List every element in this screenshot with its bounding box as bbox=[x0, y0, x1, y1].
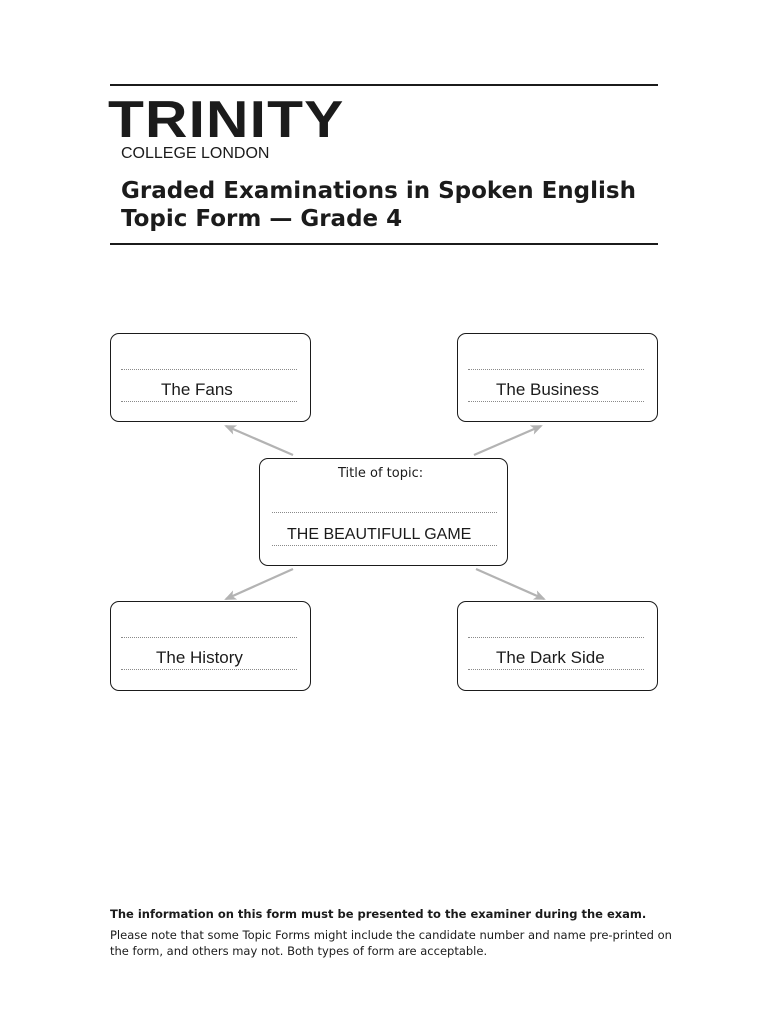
trinity-logo: TRINITY bbox=[108, 91, 345, 149]
bottom-rule bbox=[110, 243, 658, 245]
subtopic-box-bottom-left: The History bbox=[110, 601, 311, 691]
note-line-2: the form, and others may not. Both types… bbox=[110, 944, 488, 958]
dotted-line bbox=[468, 401, 644, 402]
dotted-line bbox=[121, 369, 297, 370]
exam-notice: The information on this form must be pre… bbox=[110, 907, 647, 921]
logo-subtitle: COLLEGE LONDON bbox=[121, 145, 270, 162]
subtopic-box-bottom-right: The Dark Side bbox=[457, 601, 658, 691]
subtopic-label: The Business bbox=[496, 380, 599, 399]
dotted-line bbox=[468, 637, 644, 638]
dotted-line bbox=[468, 369, 644, 370]
subtopic-box-top-right: The Business bbox=[457, 333, 658, 422]
arrow-bottom-left bbox=[224, 567, 294, 601]
note-line-1: Please note that some Topic Forms might … bbox=[110, 928, 672, 942]
dotted-line bbox=[468, 669, 644, 670]
subtopic-label: The History bbox=[156, 648, 243, 667]
form-subtitle: Topic Form — Grade 4 bbox=[121, 206, 403, 232]
form-title: Graded Examinations in Spoken English bbox=[121, 178, 636, 204]
subtopic-box-top-left: The Fans bbox=[110, 333, 311, 422]
topic-title-label: Title of topic: bbox=[338, 466, 424, 481]
arrow-top-left bbox=[224, 424, 294, 457]
dotted-line bbox=[272, 512, 497, 513]
top-rule bbox=[110, 84, 658, 86]
dotted-line bbox=[121, 401, 297, 402]
topic-title-box: Title of topic: THE BEAUTIFULL GAME bbox=[259, 458, 508, 566]
topic-title-value: THE BEAUTIFULL GAME bbox=[287, 526, 472, 543]
arrow-bottom-right bbox=[475, 567, 546, 601]
dotted-line bbox=[121, 669, 297, 670]
dotted-line bbox=[121, 637, 297, 638]
arrow-top-right bbox=[473, 424, 543, 457]
dotted-line bbox=[272, 545, 497, 546]
subtopic-label: The Fans bbox=[161, 380, 233, 399]
subtopic-label: The Dark Side bbox=[496, 648, 605, 667]
